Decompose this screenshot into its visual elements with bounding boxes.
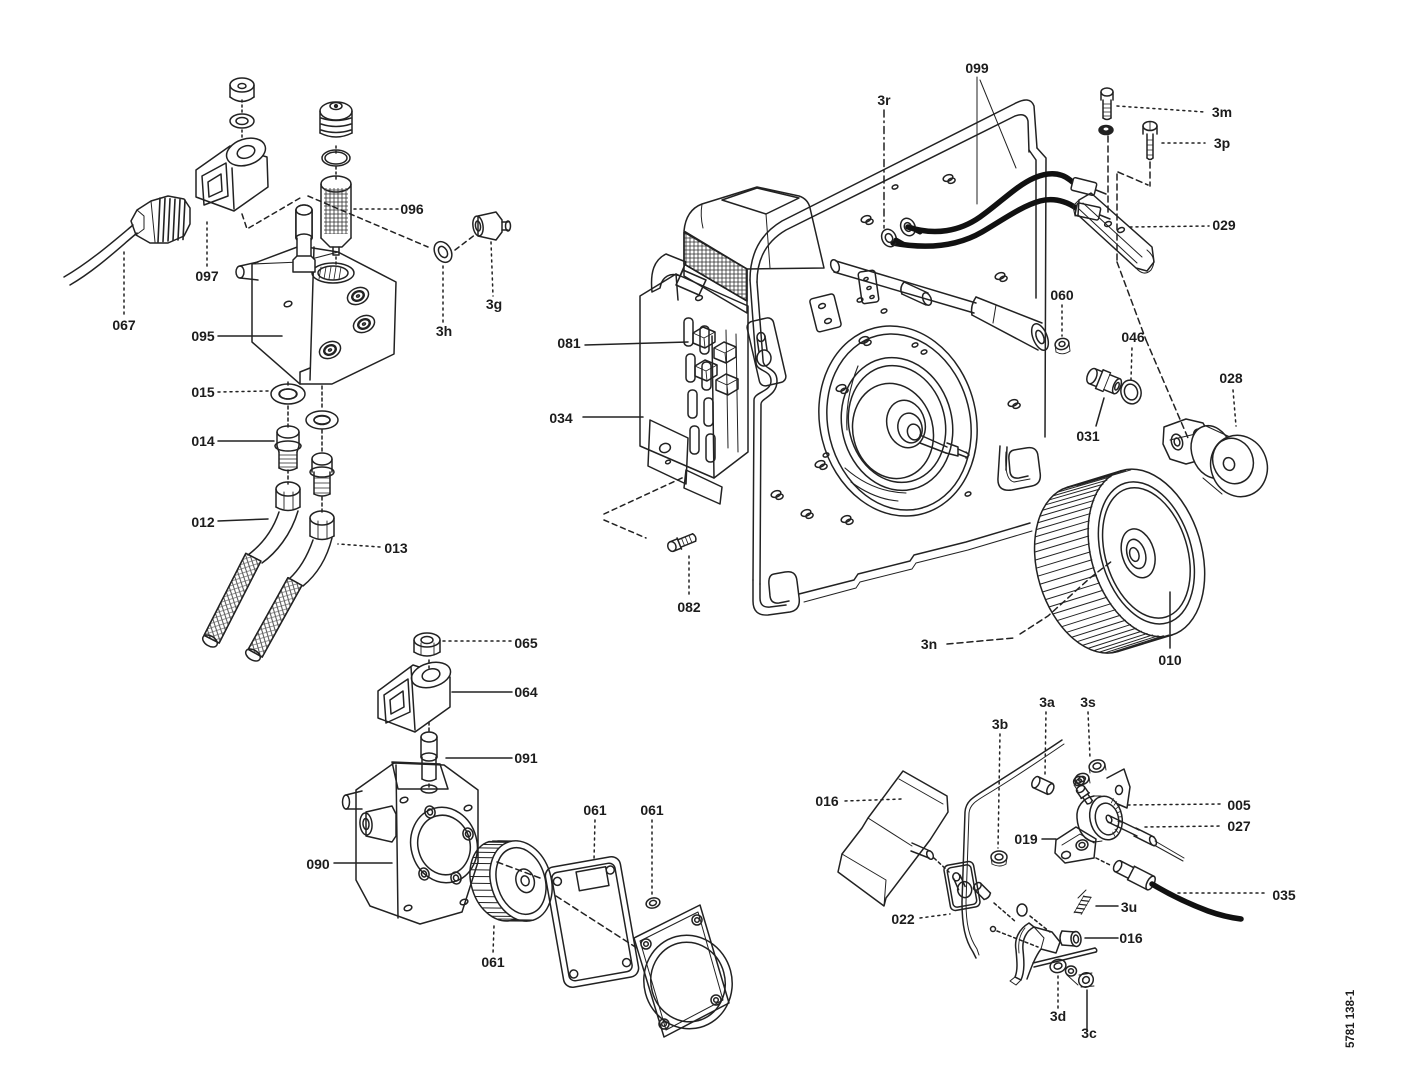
svg-text:3a: 3a xyxy=(1039,694,1055,710)
svg-text:099: 099 xyxy=(965,60,989,76)
svg-text:3d: 3d xyxy=(1050,1008,1066,1024)
svg-text:061: 061 xyxy=(481,954,505,970)
svg-text:028: 028 xyxy=(1219,370,1243,386)
svg-text:061: 061 xyxy=(640,802,664,818)
svg-text:034: 034 xyxy=(549,410,573,426)
svg-text:095: 095 xyxy=(191,328,215,344)
svg-text:3m: 3m xyxy=(1212,104,1232,120)
svg-text:029: 029 xyxy=(1212,217,1236,233)
svg-text:3s: 3s xyxy=(1080,694,1096,710)
svg-text:3h: 3h xyxy=(436,323,452,339)
svg-text:065: 065 xyxy=(514,635,538,651)
svg-text:005: 005 xyxy=(1227,797,1251,813)
svg-text:060: 060 xyxy=(1050,287,1074,303)
svg-text:013: 013 xyxy=(384,540,408,556)
svg-text:5781 138-1: 5781 138-1 xyxy=(1345,989,1357,1048)
svg-text:061: 061 xyxy=(583,802,607,818)
svg-text:096: 096 xyxy=(400,201,424,217)
svg-text:012: 012 xyxy=(191,514,215,530)
svg-text:015: 015 xyxy=(191,384,215,400)
svg-text:027: 027 xyxy=(1227,818,1251,834)
svg-text:010: 010 xyxy=(1158,652,1182,668)
svg-text:082: 082 xyxy=(677,599,701,615)
svg-text:3g: 3g xyxy=(486,296,502,312)
svg-text:016: 016 xyxy=(815,793,839,809)
svg-text:3b: 3b xyxy=(992,716,1008,732)
svg-text:031: 031 xyxy=(1076,428,1100,444)
svg-text:097: 097 xyxy=(195,268,219,284)
svg-text:3u: 3u xyxy=(1121,899,1137,915)
svg-text:090: 090 xyxy=(306,856,330,872)
svg-text:3n: 3n xyxy=(921,636,937,652)
svg-text:035: 035 xyxy=(1272,887,1296,903)
svg-text:019: 019 xyxy=(1014,831,1038,847)
svg-text:081: 081 xyxy=(557,335,581,351)
svg-text:3c: 3c xyxy=(1081,1025,1097,1041)
svg-text:022: 022 xyxy=(891,911,915,927)
svg-text:3r: 3r xyxy=(877,92,891,108)
svg-text:067: 067 xyxy=(112,317,136,333)
svg-text:046: 046 xyxy=(1121,329,1145,345)
svg-text:091: 091 xyxy=(514,750,538,766)
svg-text:016: 016 xyxy=(1119,930,1143,946)
svg-text:014: 014 xyxy=(191,433,215,449)
svg-text:064: 064 xyxy=(514,684,538,700)
svg-text:3p: 3p xyxy=(1214,135,1230,151)
